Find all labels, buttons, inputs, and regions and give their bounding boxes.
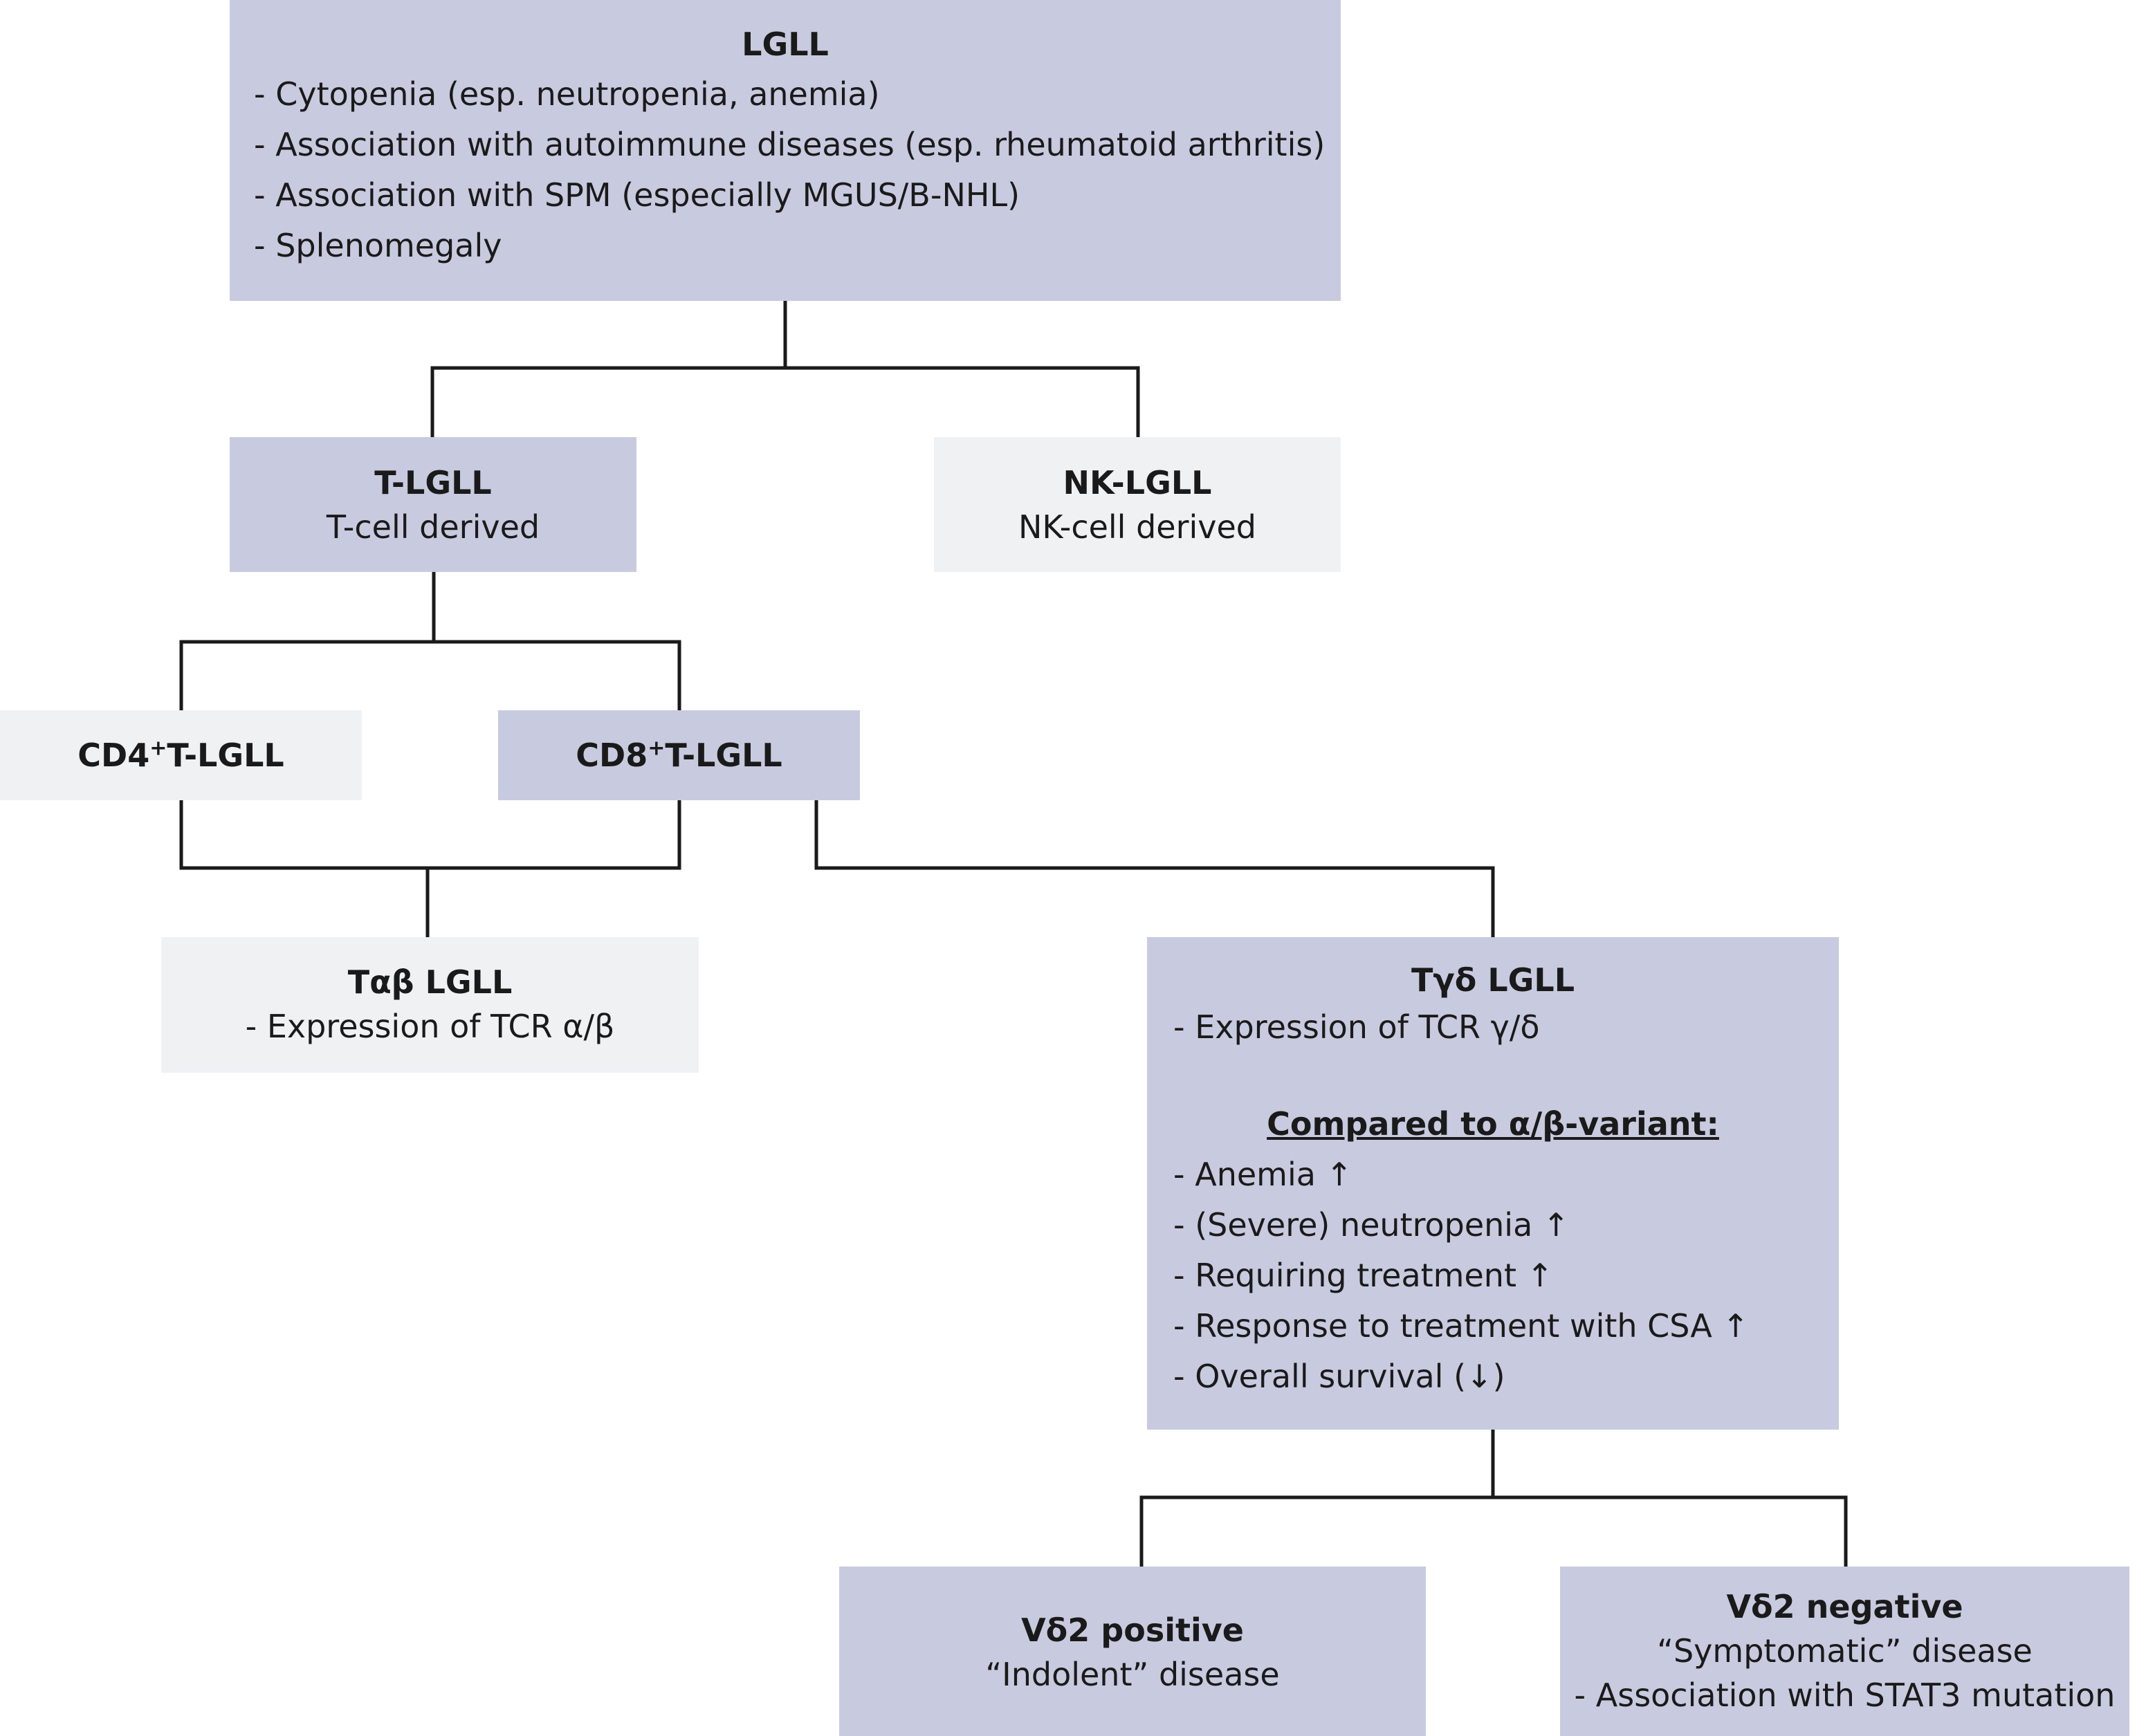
list-item: - Requiring treatment ↑	[1173, 1257, 1554, 1294]
cd8-suffix: T-LGLL	[665, 737, 782, 774]
tgd-heading: Compared to α/β-variant:	[1267, 1105, 1719, 1143]
tgd-title: Tγδ LGLL	[1411, 961, 1575, 999]
tlgll-box: T-LGLL T-cell derived	[230, 437, 636, 572]
connector-cd-merge	[179, 800, 681, 870]
list-item: - (Severe) neutropenia ↑	[1173, 1206, 1570, 1244]
cd4-suffix: T-LGLL	[167, 737, 284, 774]
vd2neg-box: Vδ2 negative “Symptomatic” disease - Ass…	[1560, 1567, 2129, 1736]
vd2pos-subtitle: “Indolent” disease	[985, 1656, 1280, 1693]
tgd-box: Tγδ LGLL - Expression of TCR γ/δ Compare…	[1147, 937, 1839, 1430]
lgll-title: LGLL	[742, 26, 829, 63]
connector-lgll-split	[430, 366, 1140, 437]
list-item: - Anemia ↑	[1173, 1156, 1353, 1193]
vd2neg-extra: - Association with STAT3 mutation	[1574, 1677, 2116, 1714]
list-item: - Splenomegaly	[254, 227, 502, 264]
tab-box: Tαβ LGLL - Expression of TCR α/β	[161, 937, 699, 1073]
lgll-list: - Cytopenia (esp. neutropenia, anemia) -…	[230, 69, 1341, 271]
list-item: - Cytopenia (esp. neutropenia, anemia)	[254, 75, 880, 113]
tlgll-title: T-LGLL	[374, 464, 492, 501]
cd8-sup: +	[648, 736, 666, 761]
tlgll-subtitle: T-cell derived	[326, 508, 540, 546]
connector-tlgll-split	[179, 640, 681, 710]
vd2pos-box: Vδ2 positive “Indolent” disease	[839, 1567, 1426, 1736]
cd4-sup: +	[149, 736, 167, 761]
nklgll-title: NK-LGLL	[1063, 464, 1212, 501]
cd4-box: CD4+T-LGLL	[0, 710, 362, 800]
connector-tgd-split	[1139, 1495, 1848, 1567]
list-item: - Overall survival (↓)	[1173, 1358, 1505, 1395]
cd4-prefix: CD4	[77, 737, 150, 774]
cd8-box: CD8+T-LGLL	[498, 710, 860, 800]
nklgll-subtitle: NK-cell derived	[1018, 508, 1257, 546]
list-item: - Association with autoimmune diseases (…	[254, 126, 1326, 163]
tab-item: - Expression of TCR α/β	[245, 1008, 615, 1045]
tab-title: Tαβ LGLL	[347, 963, 513, 1001]
list-item: - Response to treatment with CSA ↑	[1173, 1307, 1749, 1345]
nklgll-box: NK-LGLL NK-cell derived	[934, 437, 1341, 572]
vd2pos-title: Vδ2 positive	[1021, 1612, 1244, 1649]
lgll-box: LGLL - Cytopenia (esp. neutropenia, anem…	[230, 0, 1341, 301]
list-item: - Association with SPM (especially MGUS/…	[254, 176, 1020, 214]
connector-cd8-tgd	[814, 800, 1495, 937]
cd8-title: CD8+T-LGLL	[498, 733, 860, 777]
tgd-list: - Anemia ↑ - (Severe) neutropenia ↑ - Re…	[1147, 1149, 1839, 1402]
cd4-title: CD4+T-LGLL	[0, 733, 362, 777]
vd2neg-subtitle: “Symptomatic” disease	[1657, 1632, 2033, 1670]
cd8-prefix: CD8	[576, 737, 648, 774]
vd2neg-title: Vδ2 negative	[1726, 1588, 1963, 1625]
tgd-intro: - Expression of TCR γ/δ	[1173, 1008, 1540, 1046]
